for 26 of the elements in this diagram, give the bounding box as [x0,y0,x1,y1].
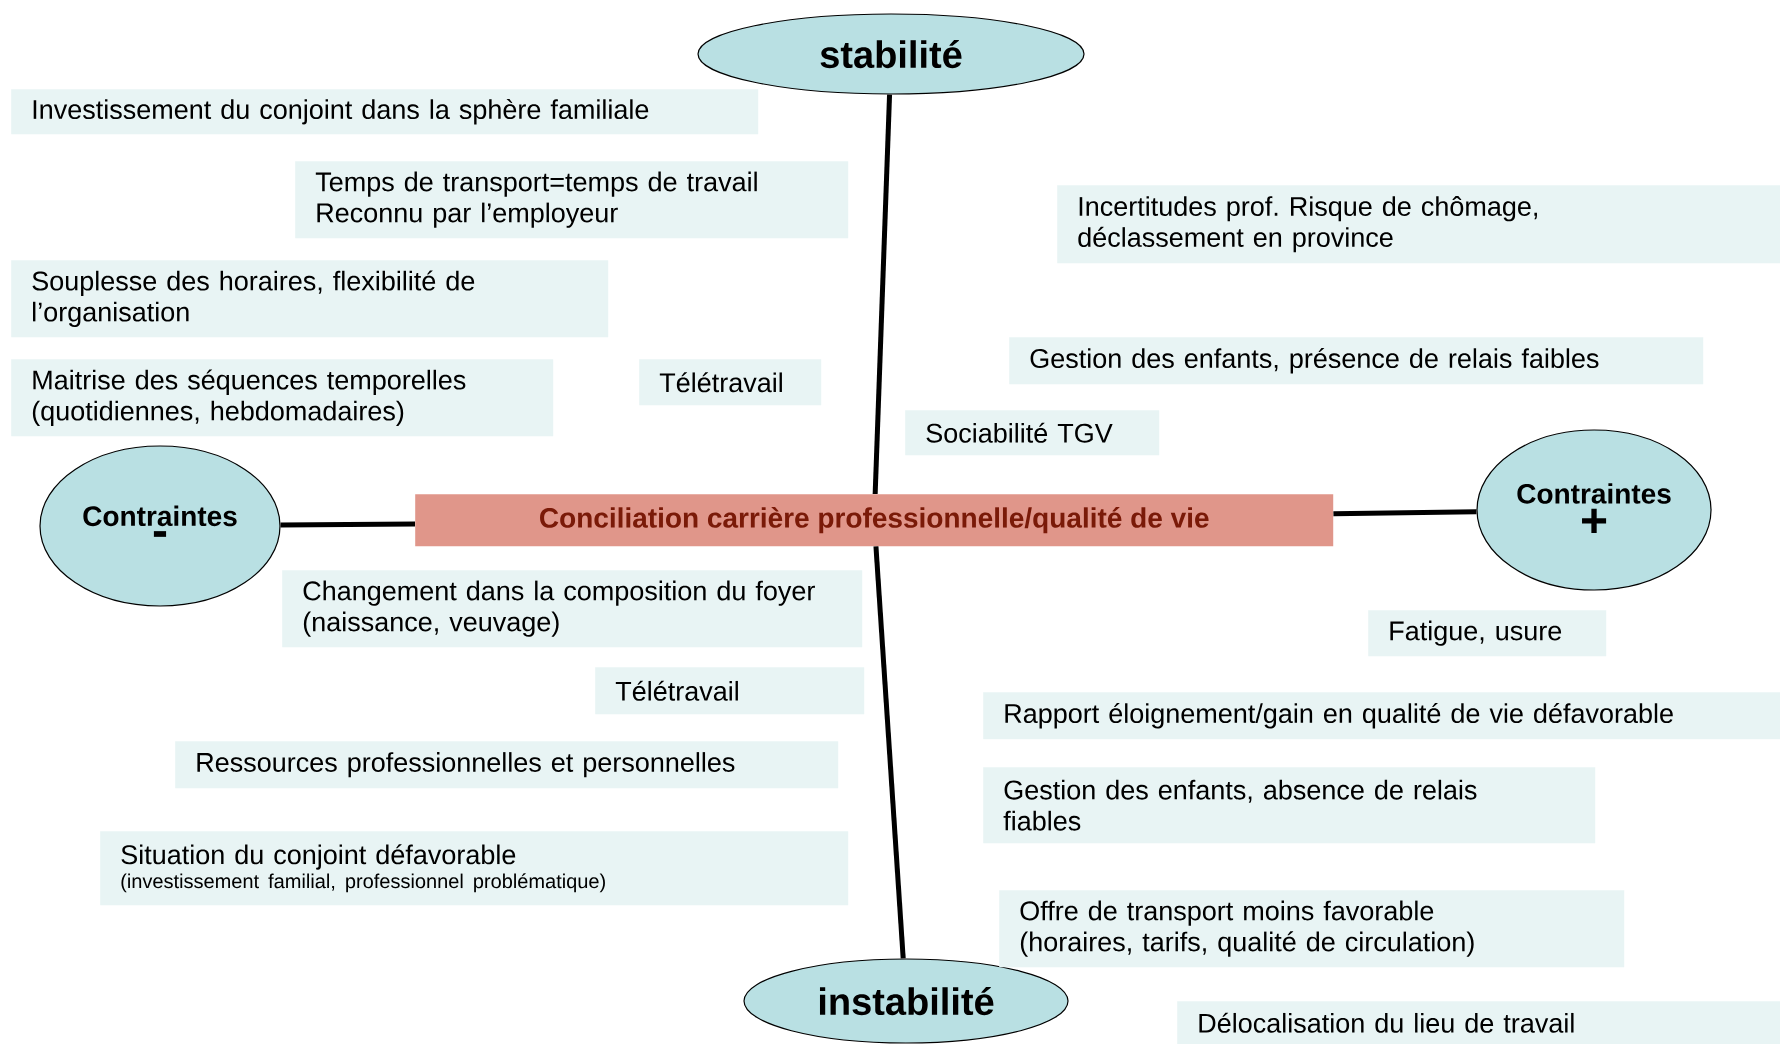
text-box: Incertitudes prof. Risque de chômage, déclassement en province [1057,185,1780,264]
connector-line [873,546,906,959]
title-box: Conciliation carrière professionnelle/qualité de vie [415,494,1334,547]
text-box: Offre de transport moins favorable (horaires, tarifs, qualité de circulation) [999,890,1625,968]
text-box: Gestion des enfants, présence de relais faibles [1009,337,1704,385]
connector-line [1333,509,1477,517]
text-box: Télétravail [595,667,865,715]
connector-line [872,94,893,495]
ellipse-node: Contraintes + [1476,429,1712,591]
text-box: Situation du conjoint défavorable (investissement familial, professionnel problématique) [100,831,849,906]
text-box: Sociabilité TGV [905,410,1160,456]
text-box: Fatigue, usure [1368,610,1607,657]
ellipse-node: instabilité [743,958,1069,1044]
text-box: Temps de transport=temps de travail Reconnu par l’employeur [295,161,849,239]
text-box: Changement dans la composition du foyer (naissance, veuvage) [282,570,863,648]
text-box: Maitrise des séquences temporelles (quotidiennes, hebdomadaires) [11,359,554,437]
ellipse-node: stabilité [697,13,1085,95]
text-box: Gestion des enfants, absence de relais fiables [983,767,1596,844]
text-box: Ressources professionnelles et personnelles [175,741,839,789]
text-box: Télétravail [639,359,822,406]
connector-line [280,521,415,528]
ellipse-node: Contraintes - [39,445,281,607]
text-box: Délocalisation du lieu de travail [1177,1001,1780,1044]
text-box: Rapport éloignement/gain en qualité de vie défavorable [983,692,1780,740]
text-box: Souplesse des horaires, flexibilité de l’organisation [11,260,609,338]
text-box: Investissement du conjoint dans la sphère familiale [11,89,759,135]
